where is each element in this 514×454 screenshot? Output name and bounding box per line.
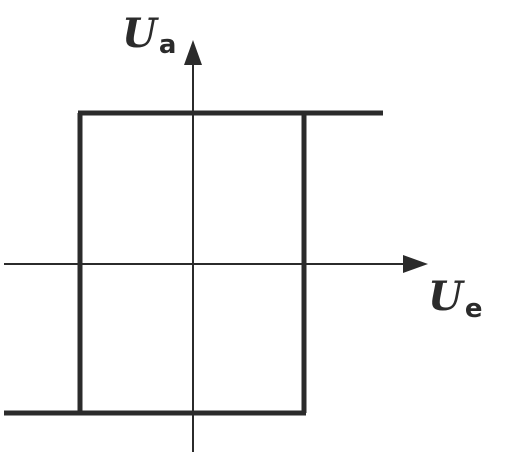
x-axis-arrowhead xyxy=(403,255,428,273)
y-axis-label: Ua xyxy=(122,10,176,60)
hysteresis-loop xyxy=(4,110,383,416)
y-axis-symbol: U xyxy=(122,10,159,57)
x-axis-symbol: U xyxy=(428,273,465,320)
y-axis-subscript: a xyxy=(159,30,177,60)
x-axis-label: Ue xyxy=(428,273,483,324)
x-axis-subscript: e xyxy=(465,294,483,324)
y-axis-arrowhead xyxy=(184,40,202,65)
